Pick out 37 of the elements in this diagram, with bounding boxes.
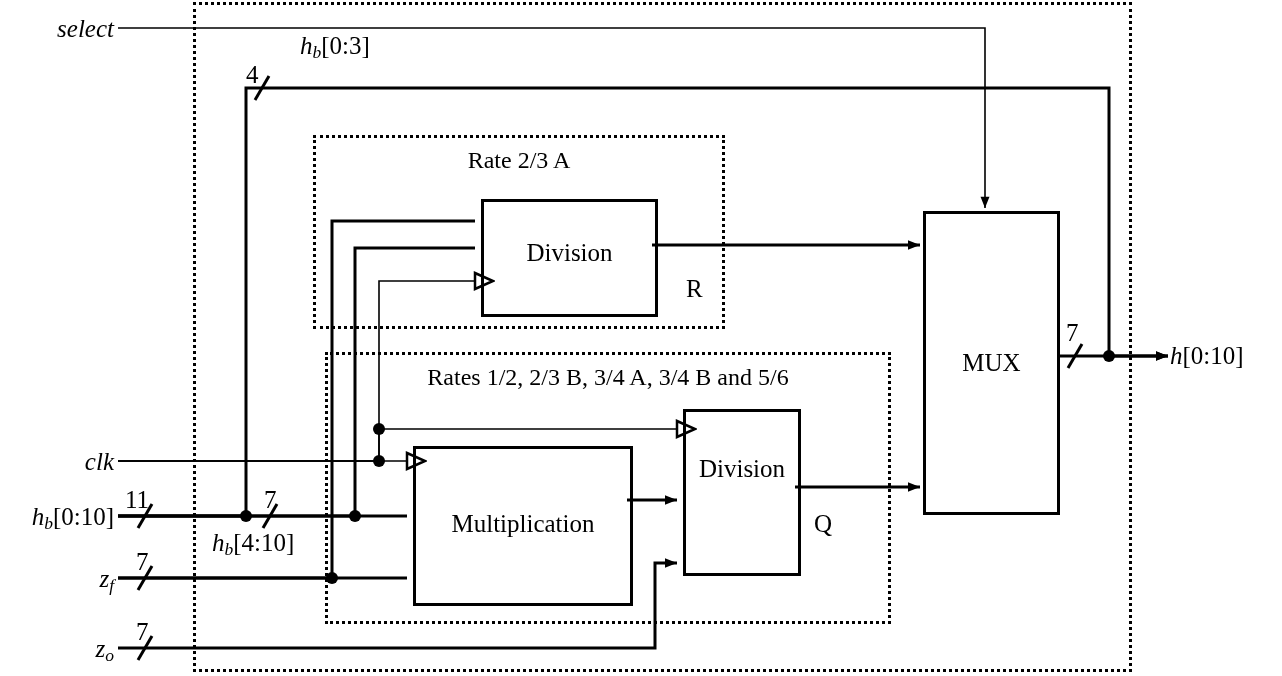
group-title: Rates 1/2, 2/3 B, 3/4 A, 3/4 B and 5/6 bbox=[426, 365, 790, 389]
group-title: Rate 2/3 A bbox=[466, 148, 572, 172]
signal-wire bbox=[118, 558, 677, 650]
signal-wire bbox=[117, 27, 990, 209]
output-port-label: Q bbox=[814, 511, 833, 536]
bus-width-label: 7 bbox=[264, 487, 277, 512]
block-label: Division bbox=[525, 240, 614, 265]
bus-name-label: h$_{b}$[0:3] bbox=[300, 33, 370, 62]
signal-wire bbox=[118, 219, 475, 580]
function-block bbox=[923, 211, 1060, 515]
signal-name: h$_{b}$[0:10] bbox=[31, 504, 114, 533]
signal-name: h[0:10] bbox=[1170, 343, 1244, 368]
rate-group-box bbox=[313, 135, 725, 329]
bus-name-label: h$_{b}$[4:10] bbox=[212, 530, 295, 559]
signal-wire bbox=[652, 240, 920, 250]
function-block bbox=[413, 446, 633, 606]
block-label: Division bbox=[697, 456, 787, 481]
bus-width-label: 11 bbox=[125, 487, 150, 512]
bus-width-label: 7 bbox=[136, 549, 149, 574]
bus-width-label: 7 bbox=[1066, 320, 1079, 345]
rate-group-box bbox=[325, 352, 891, 624]
signal-wire bbox=[117, 271, 495, 462]
signal-name: z$_{f}$ bbox=[99, 566, 114, 595]
signal-name: z$_{o}$ bbox=[95, 636, 114, 665]
signal-name: select bbox=[57, 16, 114, 41]
function-block bbox=[481, 199, 658, 317]
signal-wire bbox=[627, 495, 677, 505]
block-label: Multiplication bbox=[450, 511, 596, 536]
bus-width-label: 4 bbox=[246, 62, 259, 87]
output-port-label: R bbox=[686, 276, 703, 301]
signal-wire bbox=[1057, 351, 1168, 361]
function-block bbox=[683, 409, 801, 576]
block-label: MUX bbox=[961, 350, 1022, 375]
system-boundary-box bbox=[193, 2, 1132, 672]
signal-wire bbox=[795, 482, 920, 492]
signal-name: clk bbox=[84, 449, 114, 474]
bus-width-label: 7 bbox=[136, 619, 149, 644]
